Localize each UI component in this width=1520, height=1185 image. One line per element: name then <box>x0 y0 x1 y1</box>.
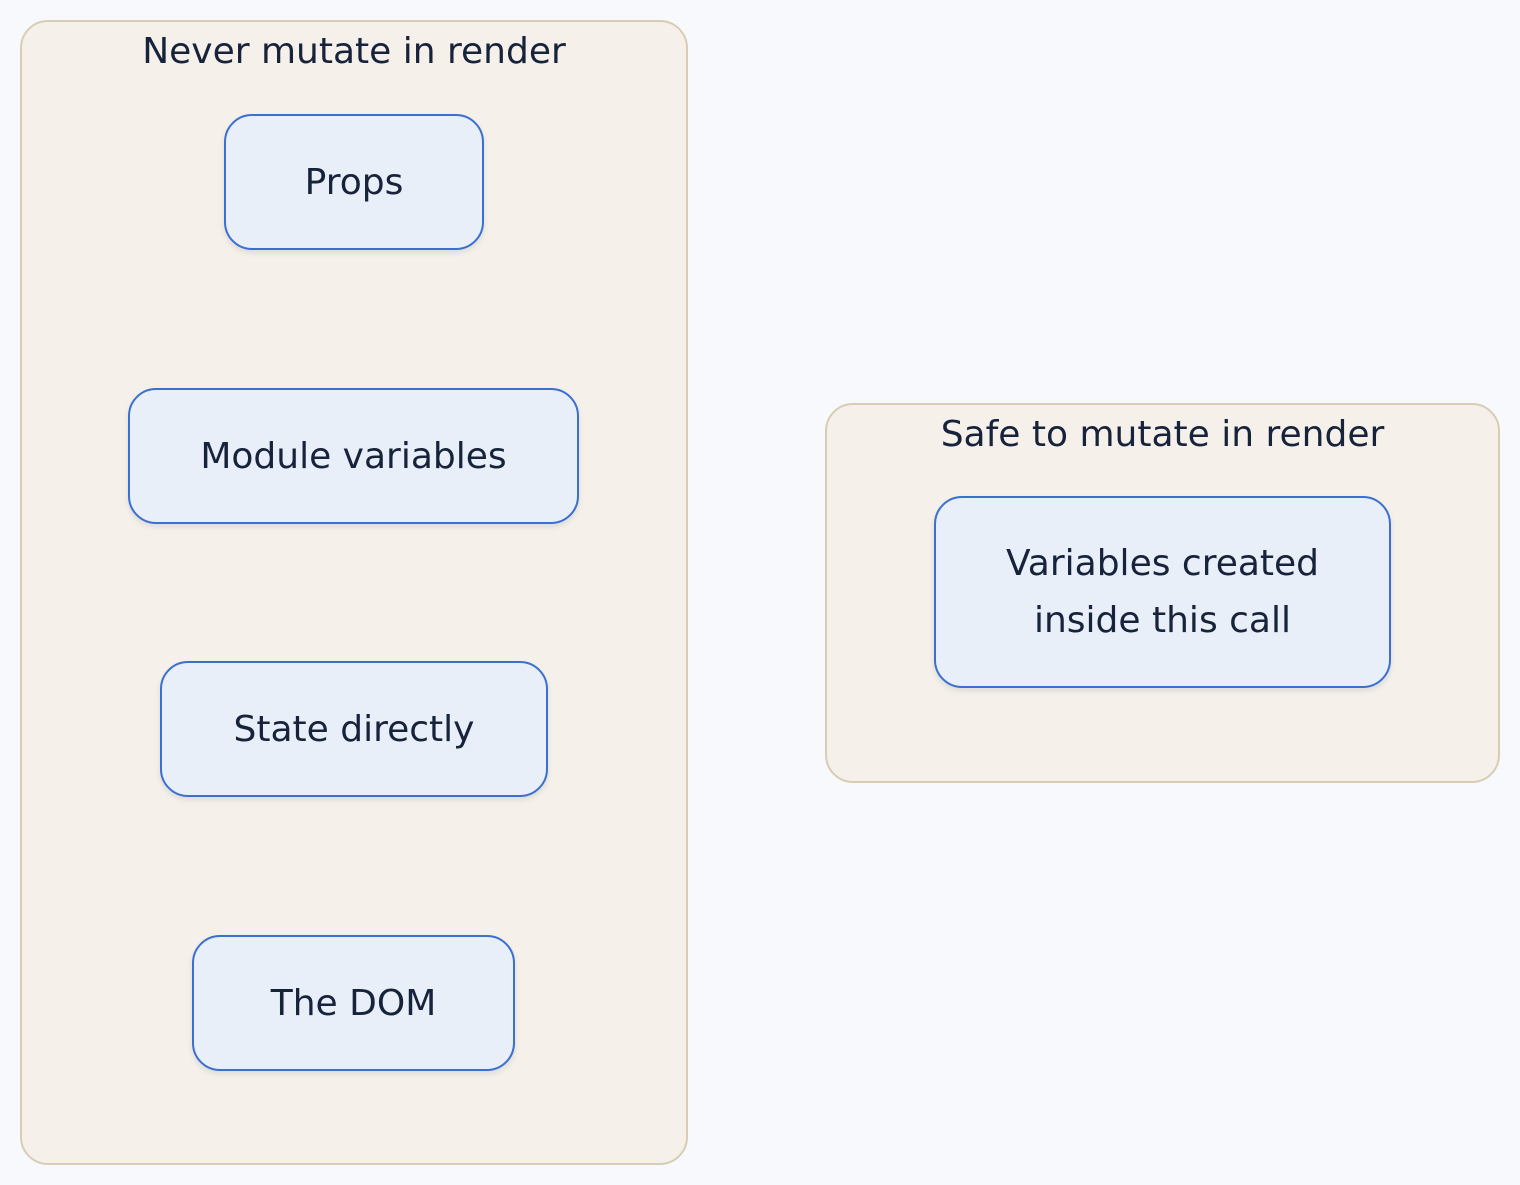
node-state-directly: State directly <box>160 661 548 797</box>
node-the-dom: The DOM <box>192 935 515 1071</box>
node-label-state-directly: State directly <box>233 708 475 750</box>
node-label-local-variables: Variables created inside this call <box>1005 543 1320 641</box>
node-label-module-variables: Module variables <box>200 435 507 477</box>
node-label-props: Props <box>304 161 404 203</box>
group-title-never-mutate: Never mutate in render <box>142 31 566 72</box>
group-title-safe-to-mutate: Safe to mutate in render <box>940 414 1385 455</box>
node-props: Props <box>224 114 484 250</box>
node-module-variables: Module variables <box>128 388 579 524</box>
node-label-the-dom: The DOM <box>270 982 437 1024</box>
node-local-variables: Variables created inside this call <box>934 496 1391 688</box>
